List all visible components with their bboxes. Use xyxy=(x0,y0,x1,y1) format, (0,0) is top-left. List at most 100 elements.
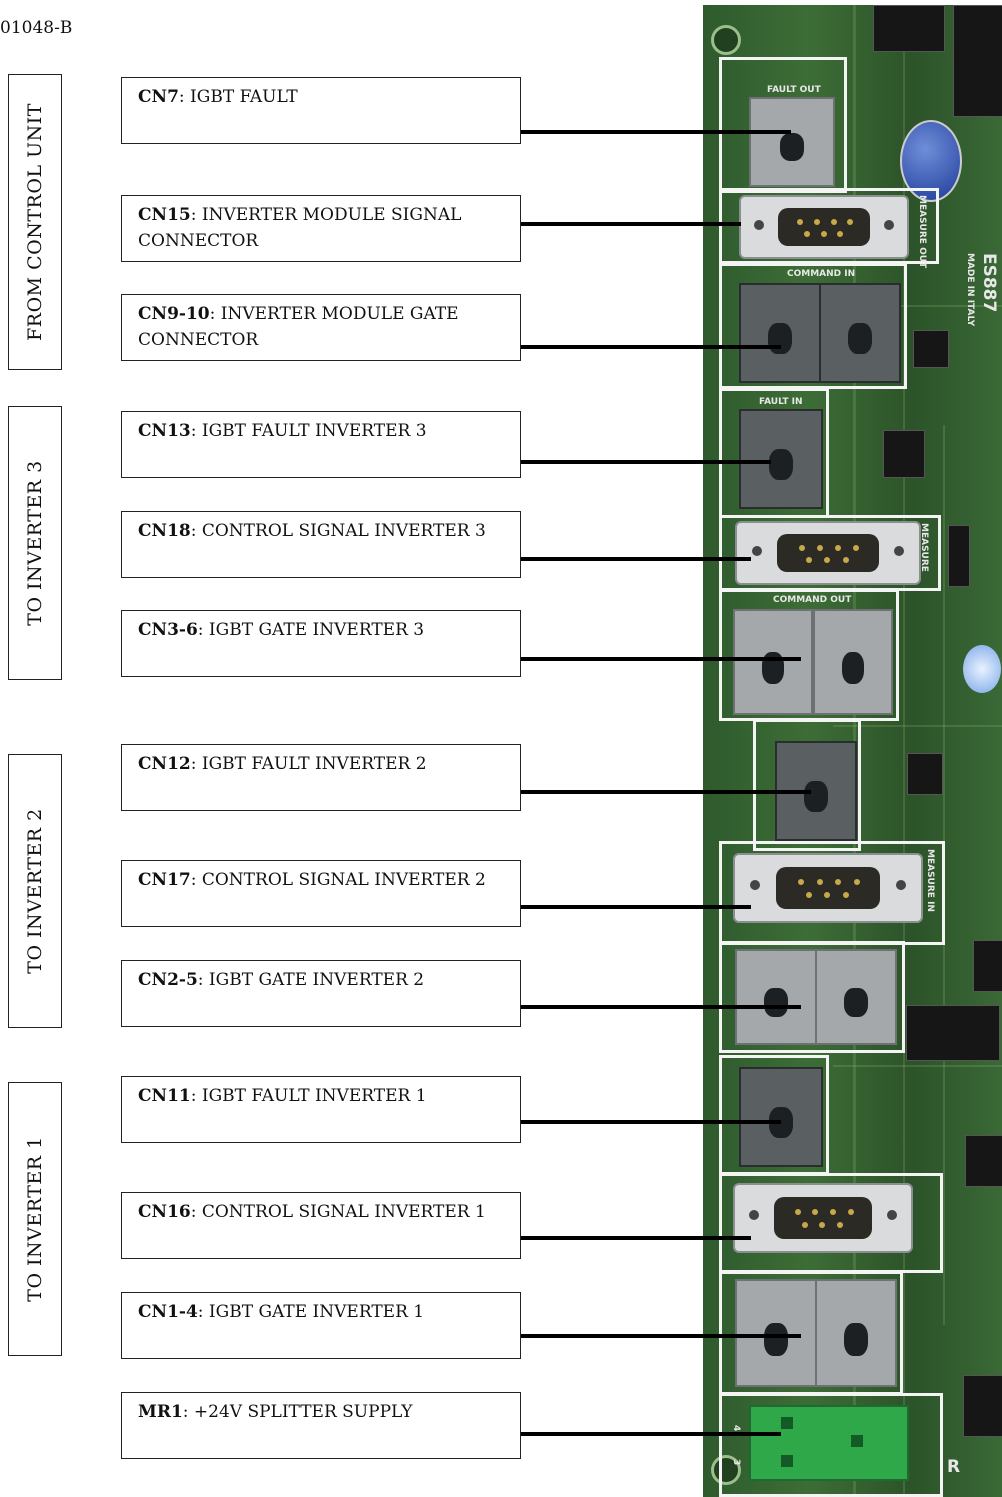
connector-code: CN9-10 xyxy=(138,304,210,324)
connector-label-cn11: CN11: IGBT FAULT INVERTER 1 xyxy=(121,1076,521,1143)
connector-code: CN16 xyxy=(138,1202,191,1222)
connector-cn7 xyxy=(749,97,835,187)
connector-label-cn7: CN7: IGBT FAULT xyxy=(121,77,521,144)
leader-line-cn11 xyxy=(521,1120,781,1124)
connector-cn17 xyxy=(733,853,923,923)
frame-cn12 xyxy=(753,719,861,851)
connector-code: CN13 xyxy=(138,421,191,441)
connector-cn2 xyxy=(735,949,817,1045)
connector-cn9 xyxy=(739,283,821,383)
terminal-pin-label: 4 xyxy=(731,1425,741,1432)
connector-label-cn18: CN18: CONTROL SIGNAL INVERTER 3 xyxy=(121,511,521,578)
group-label: TO INVERTER 1 xyxy=(24,1136,46,1302)
connector-cn15 xyxy=(739,195,909,259)
connector-code: MR1 xyxy=(138,1402,183,1422)
connector-code: CN3-6 xyxy=(138,620,198,640)
document-id: 01048-B xyxy=(0,18,73,38)
silk-command-out: COMMAND OUT xyxy=(773,595,852,605)
frame-cn7 xyxy=(719,57,847,193)
frame-cn9-10 xyxy=(719,263,907,389)
connector-label-cn15: CN15: INVERTER MODULE SIGNAL CONNECTOR xyxy=(121,195,521,262)
leader-line-cn2-5 xyxy=(521,1005,801,1009)
board-corner-label: R xyxy=(947,1457,961,1477)
connector-cn11 xyxy=(739,1067,823,1167)
connector-code: CN15 xyxy=(138,205,191,225)
connector-code: CN12 xyxy=(138,754,191,774)
connector-cn16 xyxy=(733,1183,913,1253)
connector-description: : IGBT GATE INVERTER 3 xyxy=(197,620,425,640)
connector-label-cn3-6: CN3-6: IGBT GATE INVERTER 3 xyxy=(121,610,521,677)
group-label: TO INVERTER 2 xyxy=(24,808,46,974)
leader-line-cn13 xyxy=(521,460,771,464)
connector-description: : IGBT FAULT INVERTER 3 xyxy=(190,421,427,441)
pcb-board: ES887 MADE IN ITALY R FAULT OUT MEASURE … xyxy=(703,5,1002,1497)
connector-label-cn16: CN16: CONTROL SIGNAL INVERTER 1 xyxy=(121,1192,521,1259)
silk-fault-out: FAULT OUT xyxy=(767,85,821,95)
ic-chip xyxy=(963,1375,1002,1437)
ic-chip xyxy=(907,753,943,795)
leader-line-cn17 xyxy=(521,905,751,909)
group-label: TO INVERTER 3 xyxy=(24,460,46,626)
leader-line-cn9-10 xyxy=(521,345,781,349)
connector-code: CN18 xyxy=(138,521,191,541)
made-in-label: MADE IN ITALY xyxy=(965,253,975,327)
group-label: FROM CONTROL UNIT xyxy=(24,103,46,341)
connector-code: CN17 xyxy=(138,870,191,890)
ic-chip xyxy=(973,940,1002,992)
connector-description: : IGBT FAULT INVERTER 1 xyxy=(190,1086,427,1106)
connector-description: : IGBT GATE INVERTER 1 xyxy=(197,1302,425,1322)
connector-cn18 xyxy=(735,521,921,585)
connector-cn5 xyxy=(815,949,897,1045)
ic-chip xyxy=(906,1005,1000,1061)
connector-cn3 xyxy=(733,609,813,715)
leader-line-cn15 xyxy=(521,222,741,226)
ic-chip xyxy=(873,5,945,52)
leader-line-cn1-4 xyxy=(521,1334,801,1338)
frame-cn15 xyxy=(719,188,939,264)
mounting-hole xyxy=(711,25,741,55)
mounting-hole xyxy=(711,1455,741,1485)
ic-chip xyxy=(948,525,970,587)
ic-chip xyxy=(913,330,949,368)
connector-cn6 xyxy=(813,609,893,715)
connector-code: CN2-5 xyxy=(138,970,198,990)
connector-cn13 xyxy=(739,409,823,509)
connector-description: : +24V SPLITTER SUPPLY xyxy=(182,1402,413,1422)
connector-description: : IGBT GATE INVERTER 2 xyxy=(197,970,425,990)
connector-cn10 xyxy=(819,283,901,383)
connector-label-cn13: CN13: IGBT FAULT INVERTER 3 xyxy=(121,411,521,478)
connector-label-cn12: CN12: IGBT FAULT INVERTER 2 xyxy=(121,744,521,811)
ic-chip xyxy=(883,430,925,478)
connector-description: : CONTROL SIGNAL INVERTER 3 xyxy=(190,521,486,541)
group-to-inverter-1: TO INVERTER 1 xyxy=(8,1082,62,1356)
terminal-pin-label: 3 xyxy=(731,1459,741,1466)
led-icon xyxy=(963,645,1001,693)
connector-cn1 xyxy=(735,1279,817,1387)
connector-label-cn17: CN17: CONTROL SIGNAL INVERTER 2 xyxy=(121,860,521,927)
connector-description: : IGBT FAULT INVERTER 2 xyxy=(190,754,427,774)
group-to-inverter-3: TO INVERTER 3 xyxy=(8,406,62,680)
connector-label-mr1: MR1: +24V SPLITTER SUPPLY xyxy=(121,1392,521,1459)
silk-fault-in: FAULT IN xyxy=(759,397,803,407)
leader-line-cn3-6 xyxy=(521,657,801,661)
leader-line-cn18 xyxy=(521,557,751,561)
connector-label-cn2-5: CN2-5: IGBT GATE INVERTER 2 xyxy=(121,960,521,1027)
connector-code: CN11 xyxy=(138,1086,191,1106)
ic-chip xyxy=(953,5,1002,117)
ic-chip xyxy=(965,1135,1002,1187)
connector-description: : IGBT FAULT xyxy=(178,87,298,107)
connector-description: : INVERTER MODULE GATE CONNECTOR xyxy=(138,304,459,350)
connector-description: : INVERTER MODULE SIGNAL CONNECTOR xyxy=(138,205,462,251)
connector-description: : CONTROL SIGNAL INVERTER 2 xyxy=(190,870,486,890)
leader-line-cn12 xyxy=(521,790,811,794)
leader-line-cn7 xyxy=(521,130,791,134)
connector-code: CN1-4 xyxy=(138,1302,198,1322)
frame-cn2-5 xyxy=(719,941,905,1053)
group-from-control-unit: FROM CONTROL UNIT xyxy=(8,74,62,370)
silk-measure-out: MEASURE OUT xyxy=(917,195,927,269)
silk-measure-in: MEASURE IN xyxy=(925,849,935,912)
connector-label-cn1-4: CN1-4: IGBT GATE INVERTER 1 xyxy=(121,1292,521,1359)
connector-description: : CONTROL SIGNAL INVERTER 1 xyxy=(190,1202,486,1222)
silk-command-in: COMMAND IN xyxy=(787,269,856,279)
connector-code: CN7 xyxy=(138,87,179,107)
